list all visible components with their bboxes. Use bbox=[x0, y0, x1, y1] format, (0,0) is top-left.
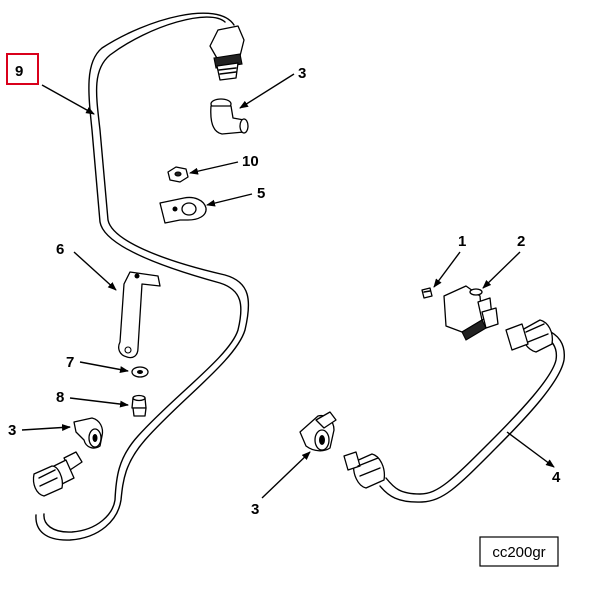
elbow-fitting-top[interactable] bbox=[210, 98, 249, 135]
tube-part-4[interactable] bbox=[379, 329, 565, 503]
callout-6[interactable]: 6 bbox=[56, 241, 64, 258]
callout-3-left[interactable]: 3 bbox=[8, 422, 16, 439]
upper-tube-fitting bbox=[209, 25, 245, 81]
bracket-part-6[interactable] bbox=[118, 271, 161, 359]
highlight-box-part-9 bbox=[6, 53, 39, 85]
figure-id-box: cc200gr bbox=[479, 536, 559, 567]
callout-labels: 9 3 10 5 6 7 8 3 1 2 3 4 bbox=[6, 53, 561, 518]
callout-8[interactable]: 8 bbox=[56, 389, 64, 406]
figure-id: cc200gr bbox=[492, 544, 545, 561]
elbow-fitting-left[interactable] bbox=[73, 417, 104, 449]
valve-body-part-2[interactable] bbox=[443, 285, 499, 341]
lower-left-tube-fitting bbox=[32, 451, 83, 497]
right-tube-fitting bbox=[505, 319, 554, 353]
callout-9[interactable]: 9 bbox=[15, 63, 23, 80]
washer-part-7[interactable] bbox=[131, 366, 149, 378]
callout-3-top[interactable]: 3 bbox=[298, 65, 306, 82]
leader-lines bbox=[21, 73, 555, 499]
callout-2[interactable]: 2 bbox=[517, 233, 525, 250]
callout-1[interactable]: 1 bbox=[458, 233, 466, 250]
nut-part-10[interactable] bbox=[167, 166, 189, 183]
screw-part-1[interactable] bbox=[421, 287, 433, 299]
callout-3-right[interactable]: 3 bbox=[251, 501, 259, 518]
tube-part-9[interactable] bbox=[35, 12, 250, 541]
callout-10[interactable]: 10 bbox=[242, 153, 259, 170]
callout-7[interactable]: 7 bbox=[66, 354, 74, 371]
callout-4[interactable]: 4 bbox=[552, 469, 561, 486]
clamp-part-5[interactable] bbox=[159, 196, 207, 224]
callout-5[interactable]: 5 bbox=[257, 185, 265, 202]
bolt-part-8[interactable] bbox=[131, 394, 147, 417]
elbow-fitting-right[interactable] bbox=[299, 411, 337, 452]
left-tube-fitting bbox=[343, 451, 386, 489]
